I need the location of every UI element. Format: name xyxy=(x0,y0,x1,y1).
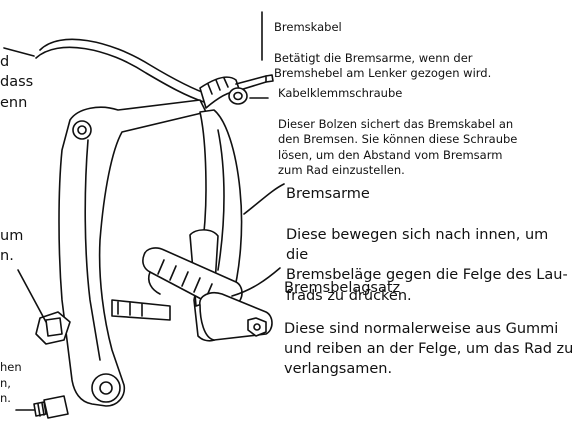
cable-clamp-bolt xyxy=(229,88,247,104)
brake-pads-label: Bremsbelagsatz Diese sind normalerweise … xyxy=(284,258,574,400)
leader-left-middle xyxy=(18,270,46,322)
brake-arms-title: Bremsarme xyxy=(286,184,572,204)
brake-pads-desc: Diese sind normalerweise aus Gummi und r… xyxy=(284,319,574,380)
left-top-label-fragment: d dass enn xyxy=(0,52,60,113)
left-brake-arm xyxy=(59,100,206,406)
brake-pads-title: Bremsbelagsatz xyxy=(284,278,574,298)
brake-cable-title: Bremskabel xyxy=(274,20,570,36)
cable-clamp-title: Kabelklemmschraube xyxy=(278,86,570,102)
left-bottom-label-fragment: hen n, n. xyxy=(0,360,40,407)
left-middle-label-fragment: um n. xyxy=(0,226,40,267)
